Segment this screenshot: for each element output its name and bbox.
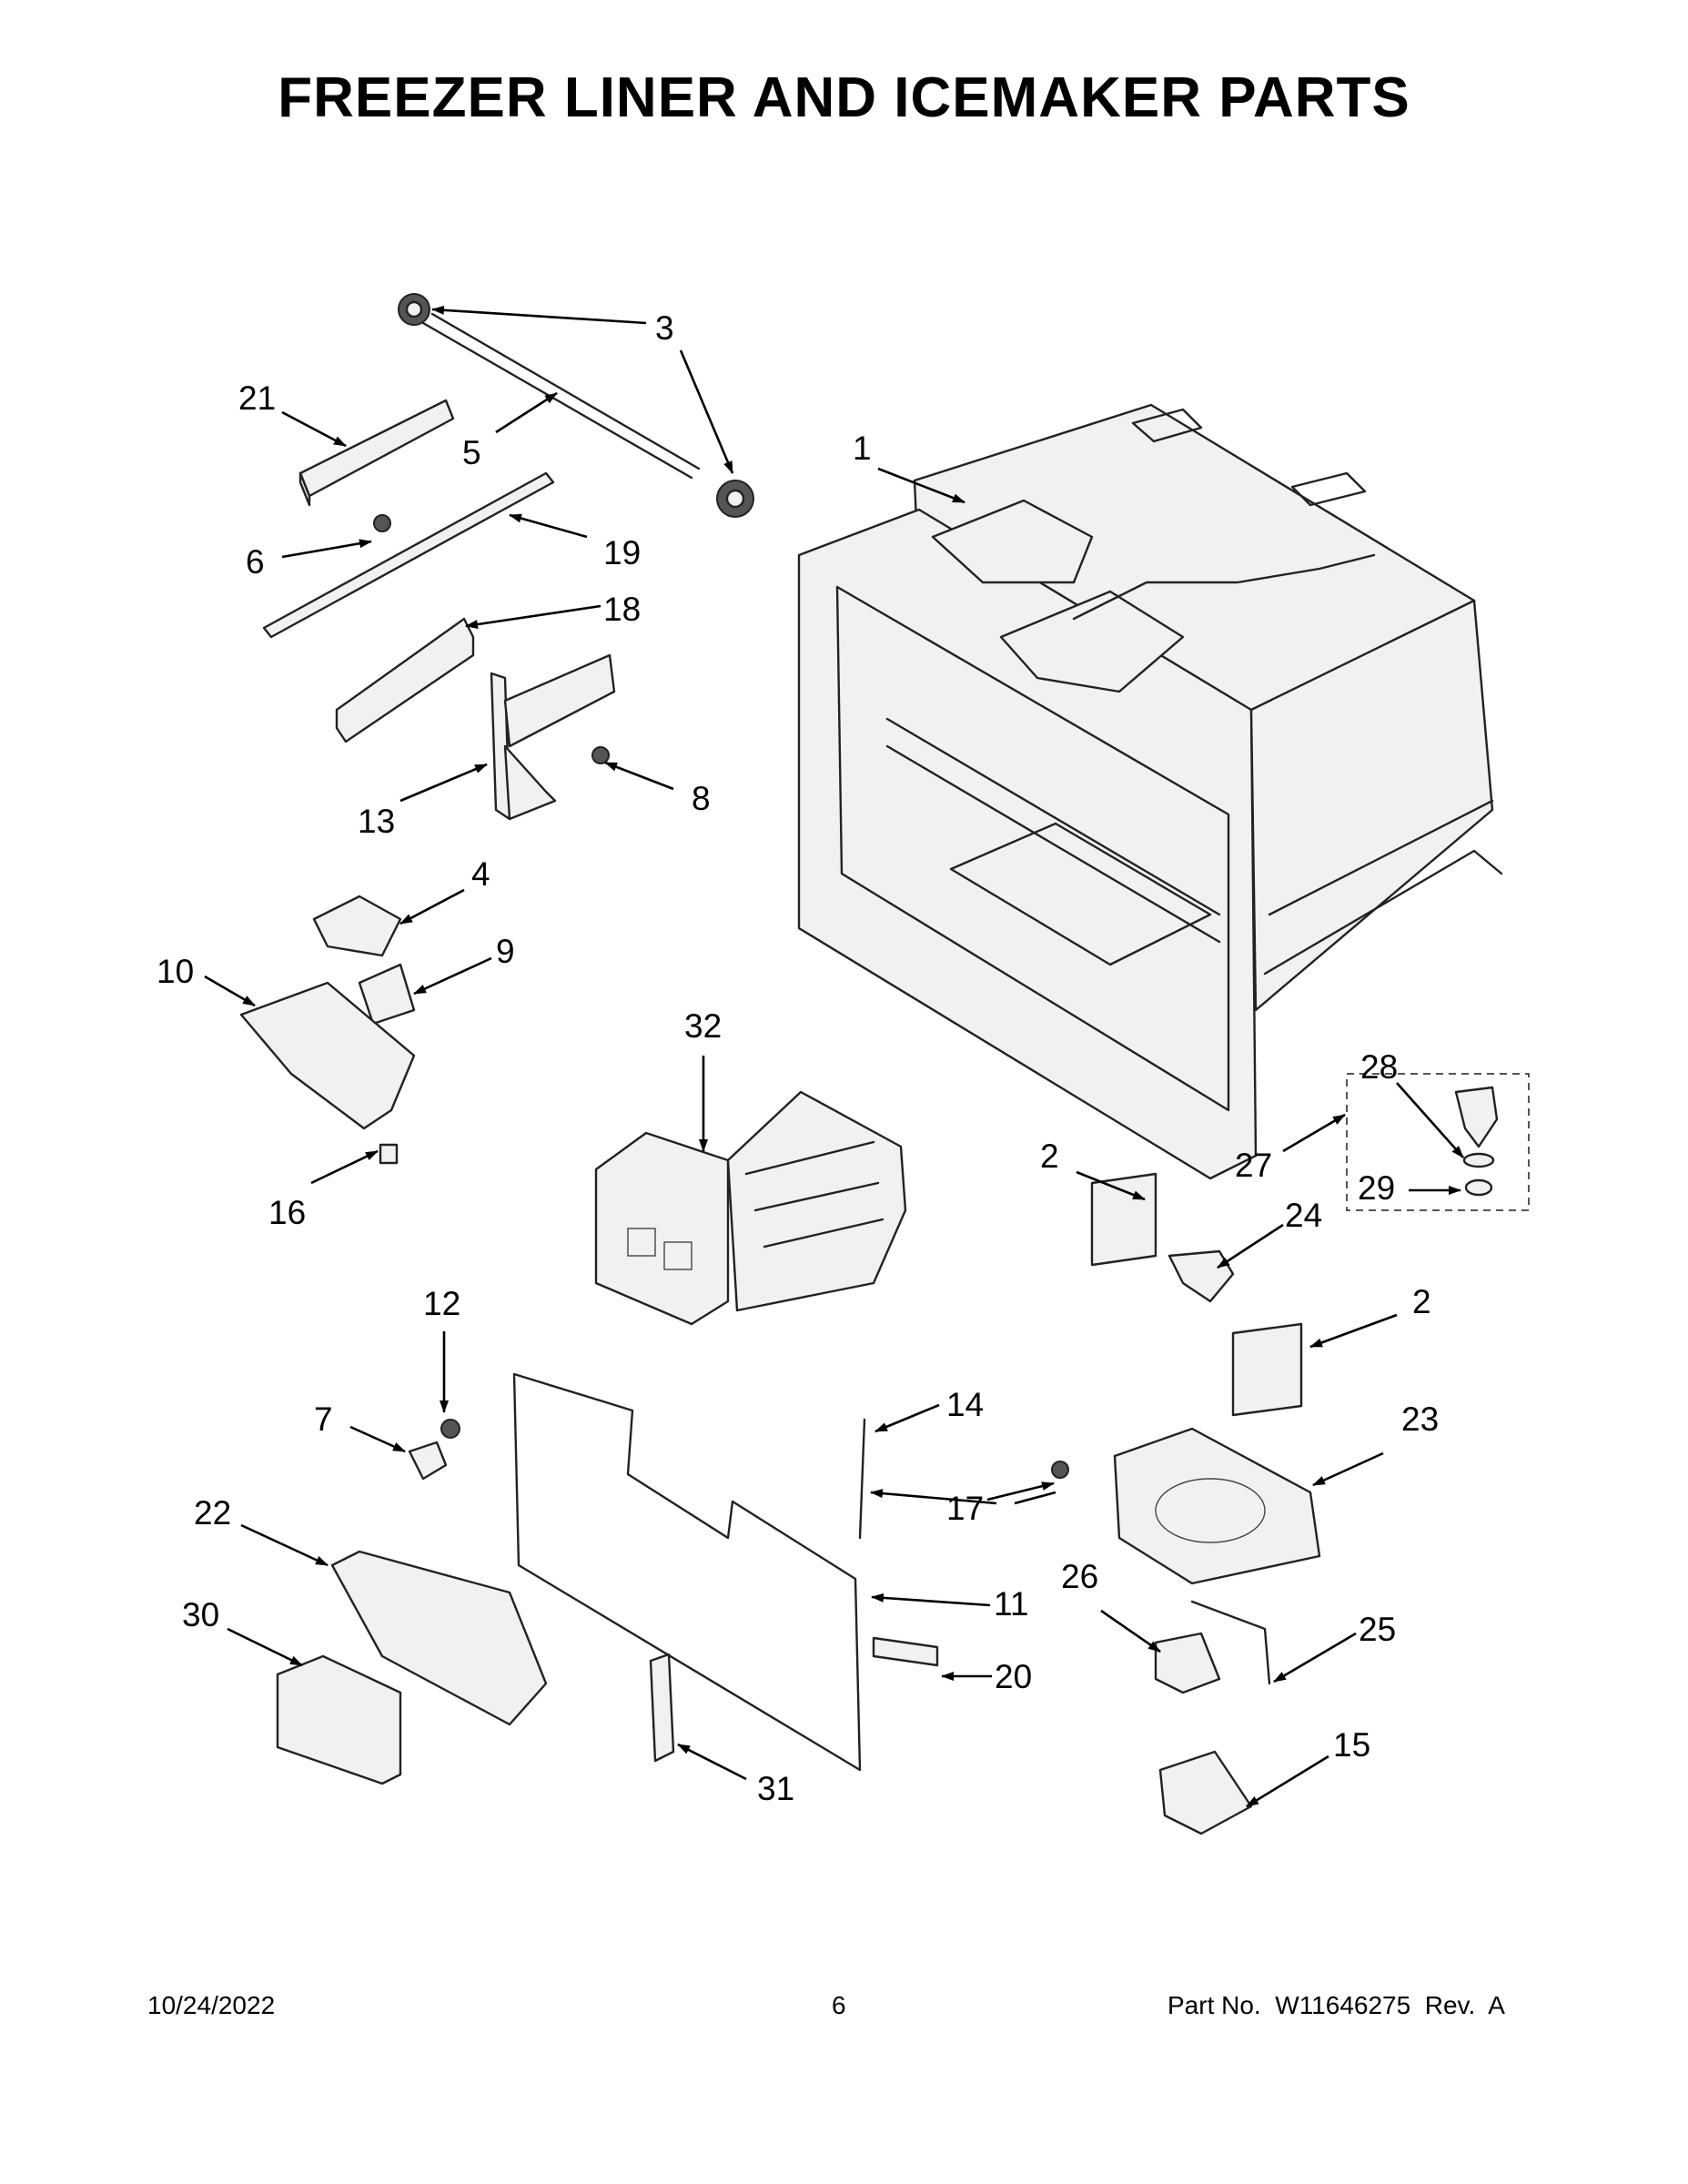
callout-6: 6 xyxy=(246,543,265,581)
callout-labels: 1 2 2 3 4 5 6 7 8 9 10 11 12 13 14 15 16… xyxy=(157,309,1439,1807)
callout-26: 26 xyxy=(1061,1558,1098,1595)
callout-5: 5 xyxy=(462,434,481,471)
callout-20: 20 xyxy=(995,1658,1032,1695)
callout-7: 7 xyxy=(314,1400,333,1438)
callout-29: 29 xyxy=(1358,1169,1395,1207)
rear-cover-drawing xyxy=(408,1372,939,1772)
callout-24: 24 xyxy=(1285,1197,1322,1234)
dispenser-housing-drawing xyxy=(239,895,416,1165)
filter-kit-drawing xyxy=(1346,1073,1530,1211)
callout-8: 8 xyxy=(692,780,711,817)
callout-11: 11 xyxy=(994,1585,1028,1623)
footer-part-number: Part No. W11646275 Rev. A xyxy=(1167,1991,1505,2019)
page-title: FREEZER LINER AND ICEMAKER PARTS xyxy=(278,66,1410,129)
callout-9: 9 xyxy=(496,933,515,970)
callout-23: 23 xyxy=(1401,1400,1439,1438)
icemaker-drawing xyxy=(594,1090,907,1326)
footer-page-number: 6 xyxy=(832,1991,846,2019)
callout-1: 1 xyxy=(853,430,872,467)
callout-2-upper: 2 xyxy=(1040,1138,1059,1175)
callout-14: 14 xyxy=(946,1386,984,1423)
callout-4: 4 xyxy=(471,855,490,893)
callout-21: 21 xyxy=(238,379,276,417)
callout-22: 22 xyxy=(194,1494,231,1532)
callout-12: 12 xyxy=(423,1285,460,1322)
callout-28: 28 xyxy=(1360,1048,1398,1086)
callout-16: 16 xyxy=(268,1194,306,1231)
callout-2-lower: 2 xyxy=(1412,1283,1431,1320)
callout-18: 18 xyxy=(603,591,641,628)
leader-lines xyxy=(204,305,1464,1808)
callout-15: 15 xyxy=(1333,1726,1370,1764)
callout-13: 13 xyxy=(358,803,395,840)
callout-32: 32 xyxy=(684,1007,722,1045)
auger-shaft-drawing xyxy=(398,293,754,518)
fan-grille-drawing xyxy=(276,1550,548,1785)
freezer-liner-drawing xyxy=(797,403,1503,1180)
callout-3: 3 xyxy=(655,309,674,347)
callout-30: 30 xyxy=(182,1596,219,1633)
callout-10: 10 xyxy=(157,953,194,990)
callout-19: 19 xyxy=(603,534,641,571)
callout-17: 17 xyxy=(946,1490,984,1527)
callout-31: 31 xyxy=(757,1770,794,1807)
callout-27: 27 xyxy=(1235,1147,1272,1184)
evaporator-fan-drawing xyxy=(1051,1172,1321,1835)
left-brackets-drawing xyxy=(262,399,616,821)
footer-date: 10/24/2022 xyxy=(147,1991,276,2019)
callout-25: 25 xyxy=(1359,1611,1396,1648)
